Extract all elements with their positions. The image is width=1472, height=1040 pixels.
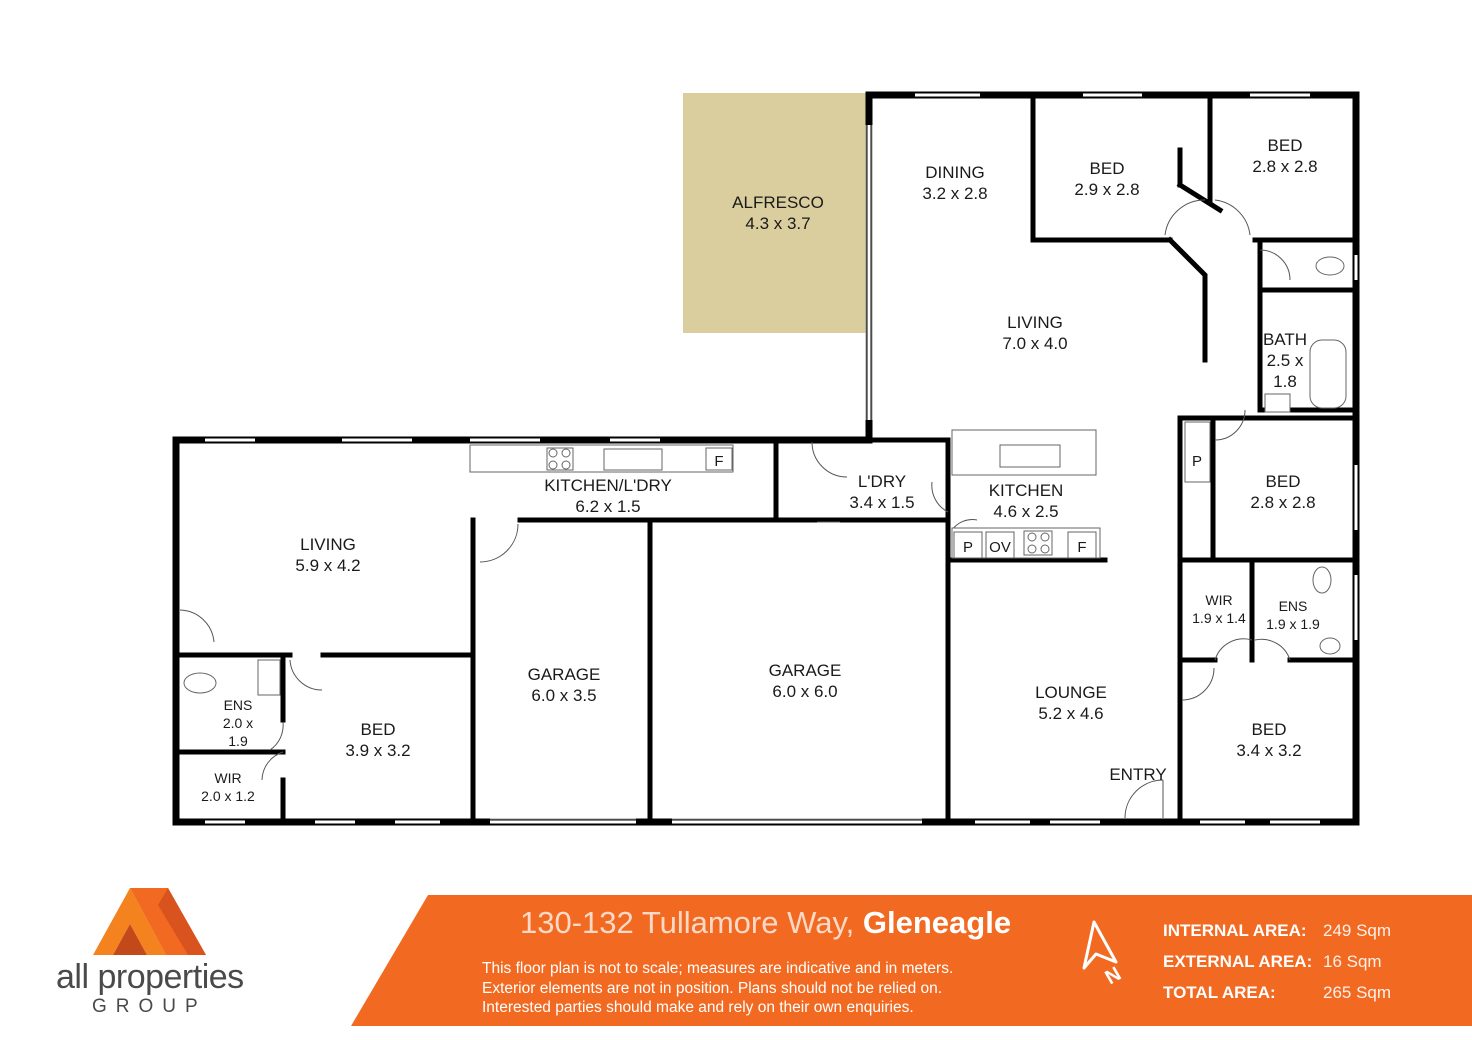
external-area-label: EXTERNAL AREA: <box>1163 952 1313 971</box>
pantry-box <box>1184 421 1211 483</box>
company-logo-mark <box>93 888 206 955</box>
room-name: KITCHEN <box>989 481 1064 500</box>
room-size: 4.6 x 2.5 <box>993 502 1058 521</box>
room-name: BATH <box>1263 330 1307 349</box>
room-size: 1.8 <box>1273 372 1297 391</box>
room-name: WIR <box>214 770 241 786</box>
toilet <box>1315 256 1345 276</box>
disclaimer-line: Interested parties should make and rely … <box>482 999 914 1016</box>
internal-area-label: INTERNAL AREA: <box>1163 921 1307 940</box>
room-name: ENTRY <box>1109 765 1166 784</box>
room-name: BED <box>1266 472 1301 491</box>
doors <box>179 199 1291 819</box>
internal-area-value: 249 Sqm <box>1323 921 1392 940</box>
external-area-row: EXTERNAL AREA: 16 Sqm <box>1163 952 1382 972</box>
external-area-value: 16 Sqm <box>1323 952 1382 971</box>
room-size: 1.9 x 1.4 <box>1192 610 1246 626</box>
info-banner <box>351 895 1472 1026</box>
room-size: 2.8 x 2.8 <box>1252 157 1317 176</box>
room-name: BED <box>1268 136 1303 155</box>
room-name: GARAGE <box>528 665 601 684</box>
room-size: 5.2 x 4.6 <box>1038 704 1103 723</box>
room-size: 3.4 x 1.5 <box>849 493 914 512</box>
north-arrow-icon: N <box>1082 920 1126 989</box>
property-address: 130-132 Tullamore Way, Gleneagle <box>520 905 1011 941</box>
fridge-label: F <box>714 453 723 470</box>
room-name: L'DRY <box>858 472 906 491</box>
room-size: 2.0 x 1.2 <box>201 788 255 804</box>
room-name: WIR <box>1205 592 1232 608</box>
room-size: 2.9 x 2.8 <box>1074 180 1139 199</box>
room-labels: ALFRESCO 4.3 x 3.7 DINING 3.2 x 2.8 BED … <box>201 136 1320 804</box>
disclaimer: This floor plan is not to scale; measure… <box>482 959 953 1018</box>
room-name: BED <box>1090 159 1125 178</box>
room-size: 7.0 x 4.0 <box>1002 334 1067 353</box>
oven-box <box>985 531 1015 559</box>
fridge-box <box>705 447 733 471</box>
address-suburb: Gleneagle <box>862 905 1012 940</box>
oven-label: OV <box>989 539 1011 556</box>
room-name: ALFRESCO <box>732 193 824 212</box>
room-size: 3.2 x 2.8 <box>922 184 987 203</box>
bathtub <box>1309 339 1347 409</box>
pantry-label: P <box>963 539 973 556</box>
room-name: BED <box>361 720 396 739</box>
room-name: ENS <box>224 697 253 713</box>
svg-text:N: N <box>1102 963 1126 989</box>
kitchen-bench <box>469 444 734 473</box>
pantry-kitchen-box <box>953 531 983 559</box>
address-street: 130-132 Tullamore Way, <box>520 905 855 940</box>
room-name: KITCHEN/L'DRY <box>544 476 672 495</box>
fixtures <box>183 256 1347 696</box>
logo-subtitle: GROUP <box>92 996 207 1017</box>
room-name: GARAGE <box>769 661 842 680</box>
room-size: 1.9 x 1.9 <box>1266 616 1320 632</box>
sink <box>603 448 663 471</box>
room-size: 2.8 x 2.8 <box>1250 493 1315 512</box>
room-name: LIVING <box>300 535 356 554</box>
pantry-label: P <box>1192 453 1202 470</box>
room-name: BED <box>1252 720 1287 739</box>
room-name: LOUNGE <box>1035 683 1107 702</box>
disclaimer-line: This floor plan is not to scale; measure… <box>482 960 954 977</box>
fridge-kitchen-box <box>1067 531 1097 559</box>
room-name: DINING <box>925 163 985 182</box>
internal-area-row: INTERNAL AREA: 249 Sqm <box>1163 921 1391 941</box>
room-size: 6.2 x 1.5 <box>575 497 640 516</box>
room-size: 4.3 x 3.7 <box>745 214 810 233</box>
room-size: 5.9 x 4.2 <box>295 556 360 575</box>
room-size: 2.5 x <box>1267 351 1304 370</box>
room-size: 2.0 x <box>223 715 253 731</box>
logo-wordmark: all properties <box>56 958 244 996</box>
alfresco-area <box>683 93 869 333</box>
interior-walls <box>173 92 1359 825</box>
room-size: 1.9 <box>228 733 248 749</box>
room-size: 6.0 x 3.5 <box>531 686 596 705</box>
room-size: 3.4 x 3.2 <box>1236 741 1301 760</box>
total-area-label: TOTAL AREA: <box>1163 983 1276 1002</box>
total-area-row: TOTAL AREA: 265 Sqm <box>1163 983 1391 1003</box>
fridge-label: F <box>1077 539 1086 556</box>
room-size: 6.0 x 6.0 <box>772 682 837 701</box>
total-area-value: 265 Sqm <box>1323 983 1392 1002</box>
disclaimer-line: Exterior elements are not in position. P… <box>482 979 943 997</box>
room-name: LIVING <box>1007 313 1063 332</box>
room-name: ENS <box>1279 598 1308 614</box>
island-sink <box>999 444 1061 468</box>
room-size: 3.9 x 3.2 <box>345 741 410 760</box>
